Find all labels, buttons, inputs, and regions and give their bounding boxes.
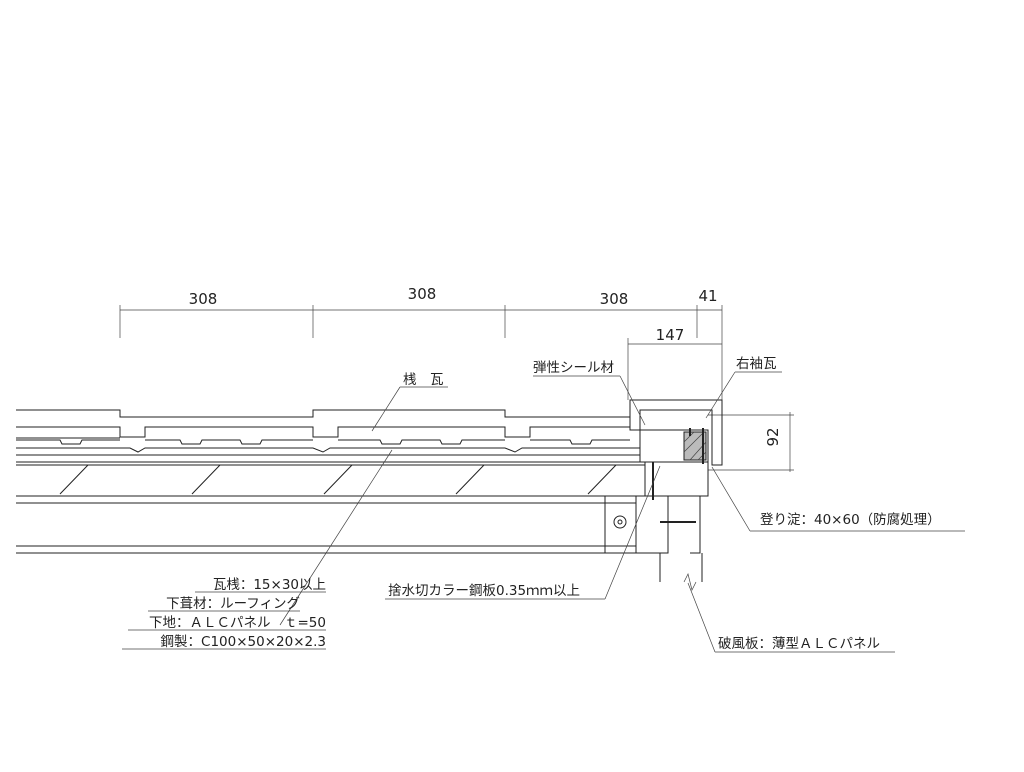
leader-lines: [122, 371, 965, 653]
tile-label: 桟 瓦: [403, 372, 444, 388]
dimension-6: 92: [764, 427, 782, 446]
dimension-2: 308: [408, 285, 437, 303]
dimension-4: 41: [698, 287, 717, 305]
right-sleeve-tile-label: 右袖瓦: [736, 356, 777, 372]
verge-assembly: [629, 399, 723, 592]
batten-label: 登り淀：40×60（防腐処理）: [760, 512, 941, 528]
dimension-5: 147: [656, 326, 685, 344]
spec-line-1: 瓦桟：15×30以上: [213, 577, 326, 593]
alc-panel: [16, 461, 708, 497]
spec-line-4: 鋼製：C100×50×20×2.3: [161, 634, 326, 650]
dimension-3: 308: [600, 290, 629, 308]
dimension-lines: [119, 305, 794, 472]
steel-channel: [16, 495, 637, 554]
spec-line-3: 下地：ＡＬＣパネル ｔ=50: [149, 615, 326, 631]
sealant-label: 弾性シール材: [533, 360, 614, 376]
fascia-label: 破風板：薄型ＡＬＣパネル: [718, 636, 880, 652]
spec-line-2: 下葺材：ルーフィング: [166, 596, 300, 612]
dimension-1: 308: [189, 290, 218, 308]
flashing-label: 捨水切カラー鋼板0.35ｍｍ以上: [388, 582, 580, 599]
roof-tiles: [16, 409, 640, 456]
